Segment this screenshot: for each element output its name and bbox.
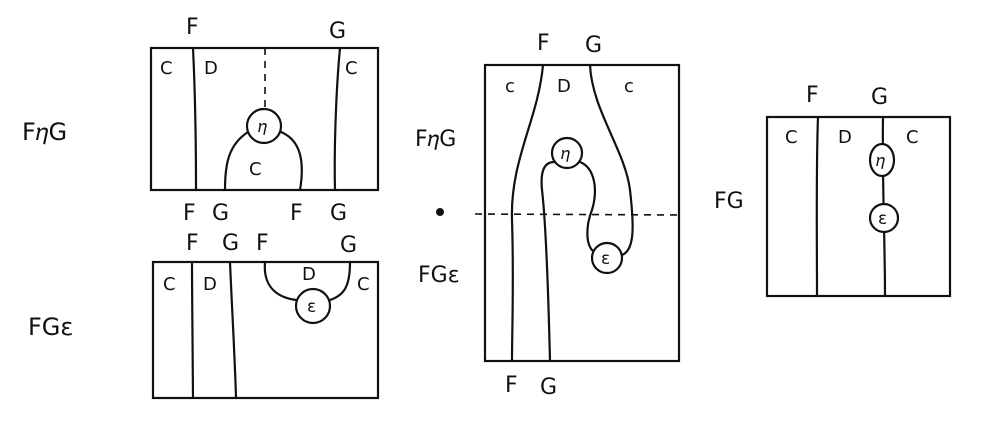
right-eta-node	[868, 142, 896, 178]
top-left-region-c-left: C	[160, 58, 173, 79]
bottom-left-string-g	[228, 260, 238, 400]
top-left-string-g	[333, 46, 342, 192]
middle-bottom-label-g: G	[540, 375, 557, 400]
diagram-middle: F G F𝜂G FGε 𝜂 ε c D c F G	[415, 31, 681, 400]
side-label-right: FG	[714, 189, 744, 214]
right-region-c-right: C	[906, 127, 919, 148]
middle-string-cup-left	[540, 160, 556, 363]
side-label-top-left: F𝜂G	[22, 118, 67, 146]
middle-bottom-label-f: F	[505, 373, 518, 398]
middle-side-label-top: F𝜂G	[415, 127, 456, 152]
right-eta-label: 𝜂	[876, 151, 885, 171]
top-left-region-c-cup: C	[249, 159, 262, 180]
right-top-label-g: G	[871, 85, 888, 110]
middle-top-label-g: G	[585, 33, 602, 58]
top-left-bottom-label-g2: G	[330, 201, 347, 226]
top-left-string-cup-left	[223, 130, 250, 192]
diagram-top-left: F𝜂G F G 𝜂 C D C C F G F G	[22, 15, 380, 226]
middle-string-g	[588, 63, 634, 257]
middle-region-c-right: c	[624, 76, 634, 97]
bottom-left-top-label-f1: F	[186, 231, 199, 256]
middle-eta-node	[550, 136, 584, 170]
bottom-left-region-c-right: C	[357, 274, 370, 295]
diagram-bottom-left: FGε F G F G ε C D D C	[28, 231, 380, 400]
middle-epsilon-label: ε	[601, 249, 610, 269]
top-left-string-f	[191, 46, 198, 192]
bottom-left-box	[151, 260, 380, 400]
middle-dashed-line	[474, 213, 681, 216]
bottom-left-region-d: D	[203, 274, 217, 295]
middle-dot-marker	[436, 208, 444, 216]
middle-region-c-left: c	[505, 76, 515, 97]
bottom-left-region-d-cap: D	[302, 264, 316, 285]
top-left-bottom-label-f2: F	[290, 201, 303, 226]
bottom-left-region-c-left: C	[163, 274, 176, 295]
middle-eta-label: 𝜂	[561, 144, 570, 164]
top-left-bottom-label-g1: G	[212, 201, 229, 226]
middle-string-cup-right	[578, 160, 596, 254]
bottom-left-string-cap-right	[328, 260, 352, 302]
bottom-left-epsilon-label: ε	[307, 297, 316, 317]
top-left-bottom-label-f1: F	[183, 201, 196, 226]
middle-string-f	[510, 63, 545, 363]
top-left-eta-node	[245, 107, 283, 145]
side-label-bottom-left: FGε	[28, 313, 73, 341]
bottom-left-epsilon-node	[294, 287, 332, 325]
right-epsilon-node	[868, 202, 900, 234]
bottom-left-top-label-g2: G	[340, 233, 357, 258]
middle-epsilon-node	[590, 241, 624, 275]
diagram-right: FG F G 𝜂 ε C D C	[714, 83, 952, 298]
bottom-left-top-label-f2: F	[256, 231, 269, 256]
right-string-f	[815, 115, 820, 298]
top-left-eta-label: 𝜂	[258, 117, 267, 137]
middle-side-label-bottom: FGε	[418, 263, 460, 288]
bottom-left-string-f	[190, 260, 195, 400]
bottom-left-top-label-g1: G	[222, 231, 239, 256]
right-region-c-left: C	[785, 127, 798, 148]
right-box	[765, 115, 952, 298]
right-region-d: D	[838, 127, 852, 148]
top-left-string-cup-right	[279, 130, 303, 192]
middle-top-label-f: F	[537, 31, 550, 56]
middle-box	[483, 63, 681, 363]
top-left-top-label-g: G	[329, 19, 346, 44]
middle-region-d: D	[557, 76, 571, 97]
top-left-region-c-right: C	[345, 58, 358, 79]
top-left-top-label-f: F	[186, 15, 199, 40]
right-top-label-f: F	[806, 83, 819, 108]
top-left-region-d: D	[204, 58, 218, 79]
bottom-left-string-cap-left	[263, 260, 298, 302]
right-epsilon-label: ε	[878, 209, 887, 229]
